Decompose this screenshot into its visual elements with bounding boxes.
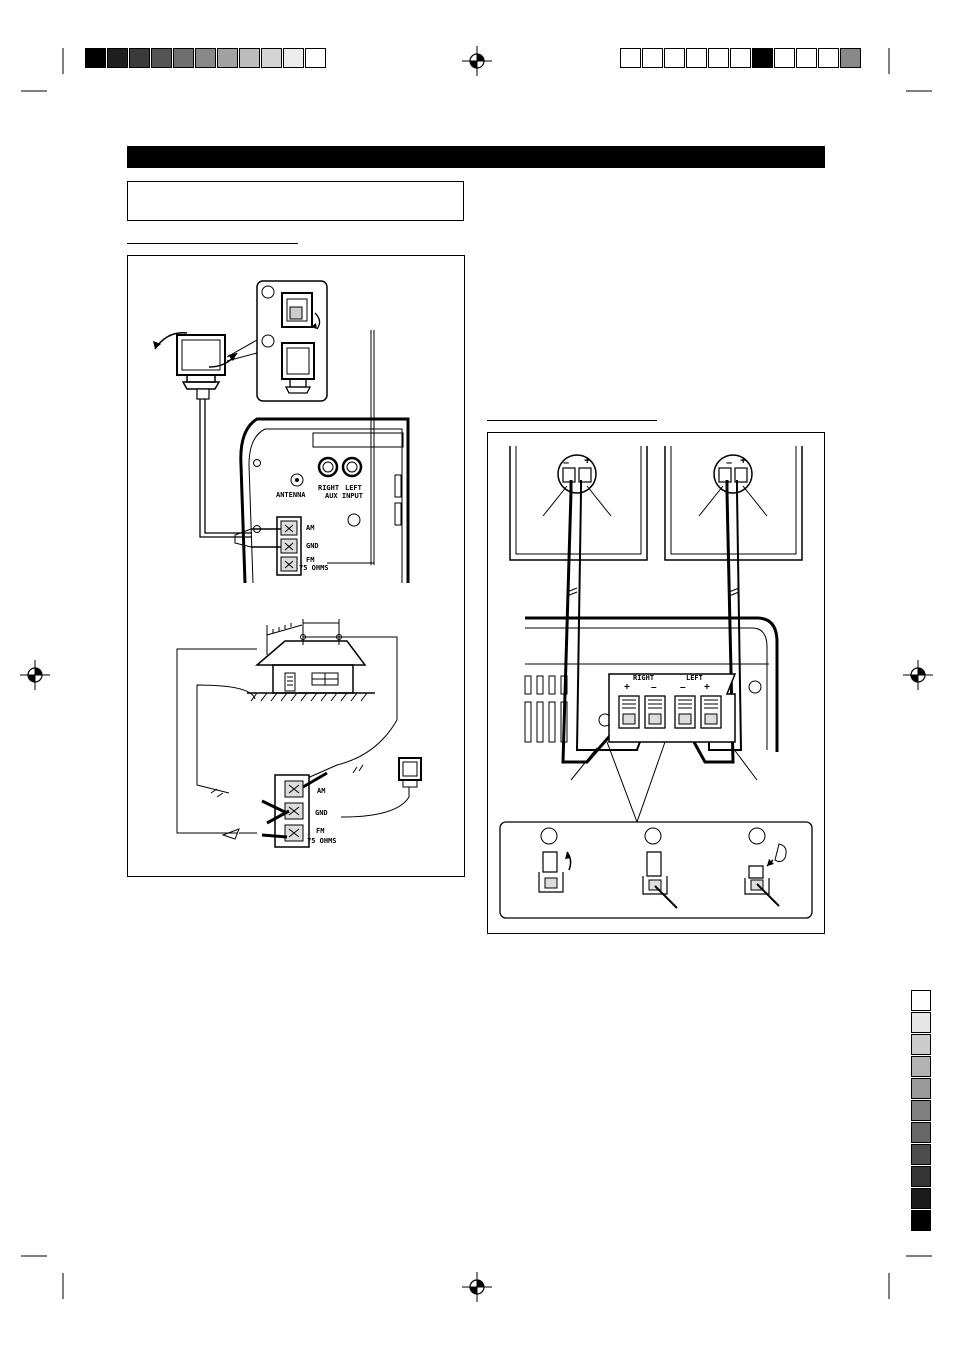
gray-scale-cell (730, 48, 751, 68)
gray-scale-cell (195, 48, 216, 68)
aux-right-label: RIGHT (318, 484, 340, 492)
gray-scale-cell (217, 48, 238, 68)
gray-scale-cell (261, 48, 282, 68)
speaker-connection-panel (487, 432, 825, 934)
gray-scale-strip-left (85, 48, 331, 68)
unit-right-label: RIGHT (633, 674, 655, 682)
gray-scale-cell (818, 48, 839, 68)
gray-scale-cell (664, 48, 685, 68)
antenna-heading-underline (127, 243, 298, 244)
gray-scale-cell (911, 1078, 931, 1099)
gray-scale-cell (774, 48, 795, 68)
title-box (127, 181, 464, 221)
gray-scale-cell (686, 48, 707, 68)
outdoor-fm-label: FM (316, 827, 325, 835)
gray-scale-cell (911, 1188, 931, 1209)
fm-ohms-label: 75 OHMS (299, 564, 329, 572)
aux-input-label: AUX INPUT (325, 492, 363, 500)
gray-scale-cell (911, 1210, 931, 1231)
gray-scale-cell (911, 1034, 931, 1055)
gray-scale-strip-vertical (911, 990, 933, 1236)
unit-right-plus: + (624, 682, 630, 693)
outdoor-am-label: AM (317, 787, 326, 795)
outdoor-gnd-label: GND (315, 809, 328, 817)
gray-scale-cell (911, 1144, 931, 1165)
gray-scale-cell (107, 48, 128, 68)
gray-scale-cell (239, 48, 260, 68)
speaker-right-plus: + (584, 455, 591, 467)
gray-scale-cell (85, 48, 106, 68)
antenna-label: ANTENNA (276, 491, 306, 499)
aux-left-label: LEFT (345, 484, 362, 492)
gnd-terminal-label: GND (306, 542, 319, 550)
fm-terminal-label: FM (306, 556, 315, 564)
gray-scale-cell (911, 1122, 931, 1143)
speaker-heading-underline (487, 420, 657, 421)
gray-scale-cell (642, 48, 663, 68)
outdoor-ohms-label: 75 OHMS (307, 837, 337, 845)
unit-left-minus: – (680, 682, 686, 693)
gray-scale-cell (911, 990, 931, 1011)
unit-left-plus: + (704, 682, 710, 693)
gray-scale-strip-right (620, 48, 866, 68)
speaker-left-plus: + (740, 455, 747, 467)
gray-scale-cell (911, 1166, 931, 1187)
unit-right-minus: – (651, 682, 657, 693)
gray-scale-cell (911, 1056, 931, 1077)
unit-left-label: LEFT (686, 674, 703, 682)
antenna-connection-panel (127, 255, 465, 877)
gray-scale-cell (752, 48, 773, 68)
gray-scale-cell (129, 48, 150, 68)
gray-scale-cell (151, 48, 172, 68)
gray-scale-cell (620, 48, 641, 68)
gray-scale-cell (796, 48, 817, 68)
gray-scale-cell (173, 48, 194, 68)
gray-scale-cell (708, 48, 729, 68)
speaker-left-minus: – (726, 457, 733, 469)
gray-scale-cell (840, 48, 861, 68)
gray-scale-cell (911, 1012, 931, 1033)
gray-scale-cell (911, 1100, 931, 1121)
section-header-bar (127, 146, 825, 168)
gray-scale-cell (305, 48, 326, 68)
gray-scale-cell (283, 48, 304, 68)
am-terminal-label: AM (306, 524, 315, 532)
speaker-right-minus: – (563, 457, 570, 469)
